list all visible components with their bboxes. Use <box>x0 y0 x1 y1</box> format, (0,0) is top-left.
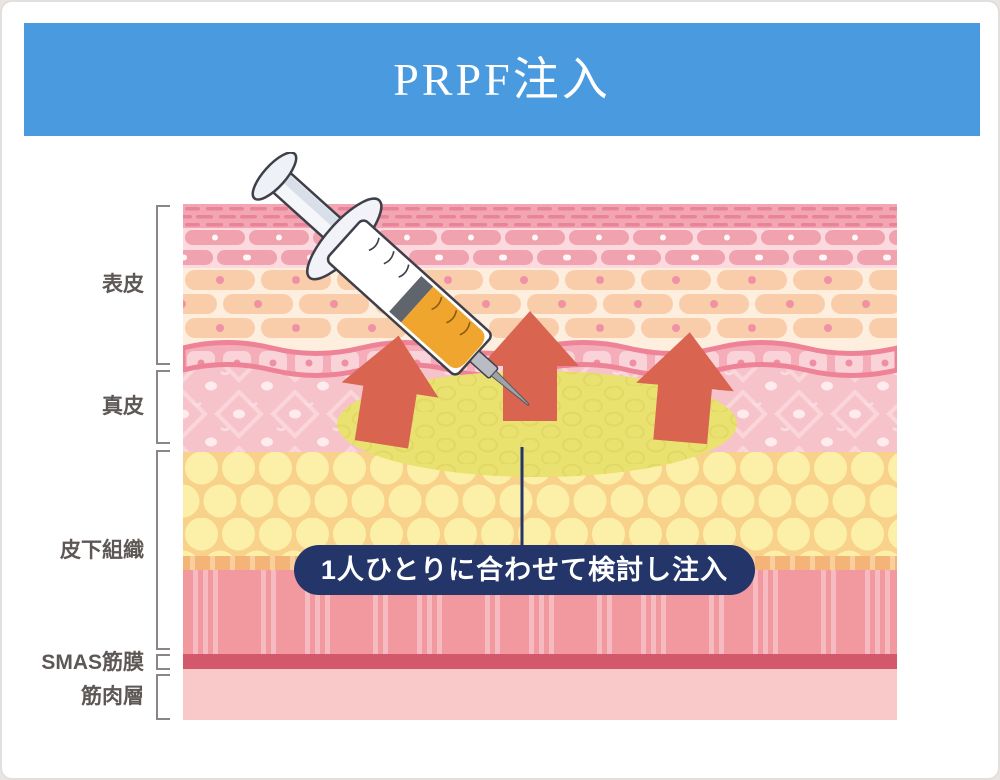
plunger-shade <box>276 169 351 237</box>
plunger-thumb-rest <box>251 152 298 201</box>
label-dermis: 真皮 <box>102 395 144 418</box>
label-subcutaneous: 皮下組織 <box>60 539 144 562</box>
injected-prp-ellipse <box>337 371 737 477</box>
lift-up-arrows <box>341 311 734 449</box>
smas-bracket <box>156 654 170 670</box>
up-arrow-icon <box>341 335 439 449</box>
muscle-bracket <box>156 674 170 720</box>
needle <box>490 370 530 407</box>
up-arrow-icon <box>481 311 579 421</box>
dermis-bracket <box>156 370 170 444</box>
epidermis-upper-layer <box>183 228 897 268</box>
injection-note-callout: 1人ひとりに合わせて検討し注入 <box>294 545 755 595</box>
barrel-graduation-marks <box>368 237 410 278</box>
label-muscle-layer: 筋肉層 <box>81 685 144 708</box>
title-banner: PRPF注入 <box>24 23 980 136</box>
label-smas-fascia: SMAS筋膜 <box>41 651 144 674</box>
syringe-icon <box>251 152 530 407</box>
skin-cross-section-diagram <box>183 152 897 720</box>
up-arrow-icon <box>636 332 734 445</box>
plunger-seal <box>389 275 434 323</box>
muscle-layer-band <box>183 669 897 720</box>
liquid-graduation-marks <box>431 296 471 336</box>
prp-liquid <box>401 286 485 369</box>
epidermis-bracket <box>156 205 170 365</box>
page-title: PRPF注入 <box>393 54 611 105</box>
subcutaneous-bracket <box>156 450 170 650</box>
label-epidermis: 表皮 <box>102 273 144 296</box>
smas-fascia-band <box>183 654 897 669</box>
